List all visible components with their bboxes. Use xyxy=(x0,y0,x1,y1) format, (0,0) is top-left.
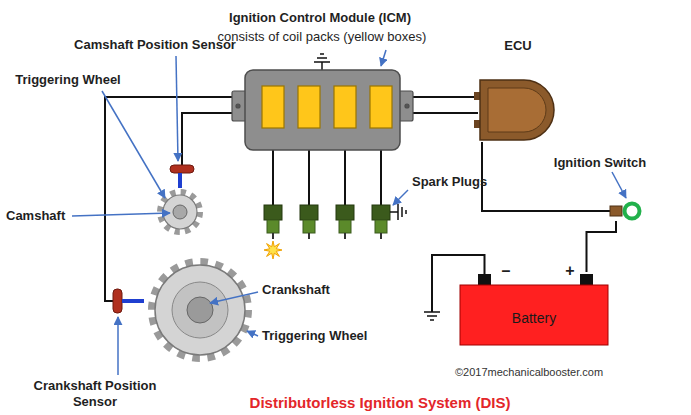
spark-plug xyxy=(339,220,351,233)
crankshaft-gear xyxy=(152,262,248,358)
leader-arrow xyxy=(393,190,408,205)
ground-symbol xyxy=(397,204,399,220)
coil-pack xyxy=(334,86,356,128)
ground-symbol xyxy=(424,312,440,320)
crankshaft-gear xyxy=(172,282,228,338)
ecu-box: ECU xyxy=(478,78,556,142)
crankshaft-gear xyxy=(155,265,245,355)
ground-symbol xyxy=(321,62,323,70)
spark-plug xyxy=(264,205,282,220)
plug-wire xyxy=(344,150,346,205)
battery-box: Battery xyxy=(460,272,608,345)
ecu-panel xyxy=(488,88,546,132)
module-housing xyxy=(245,70,400,150)
ground-symbol xyxy=(405,210,407,214)
part-label: Triggering Wheel xyxy=(15,72,120,88)
leader-arrow xyxy=(117,317,119,375)
wire-connector xyxy=(482,142,610,211)
leader-arrow xyxy=(612,172,626,198)
part-label: Triggering Wheel xyxy=(262,328,367,344)
battery-body xyxy=(460,285,608,345)
ecu-label: ECU xyxy=(504,38,531,54)
terminal-sign: – xyxy=(502,263,511,279)
node-shape xyxy=(610,201,644,221)
leader-arrow xyxy=(176,56,178,161)
coil-pack xyxy=(370,86,392,128)
part-label: Crankshaft xyxy=(262,282,330,298)
spark-plug xyxy=(300,205,318,220)
ground-symbol xyxy=(314,61,330,63)
caption: Distributorless Ignition System (DIS) xyxy=(250,395,511,411)
ground-symbol xyxy=(314,54,330,70)
leader-arrow xyxy=(210,292,258,303)
part-label: Spark Plugs xyxy=(412,174,487,190)
ground-symbol xyxy=(430,319,434,321)
leader-arrow xyxy=(72,213,170,216)
spark-plug xyxy=(372,205,390,220)
crankshaft-gear xyxy=(187,297,213,323)
plug-wire xyxy=(380,150,382,205)
spark-plug xyxy=(267,220,279,233)
spark-plug xyxy=(344,233,346,239)
sensor-wire xyxy=(182,113,233,166)
node-shape xyxy=(478,78,556,142)
module-tab xyxy=(236,104,240,108)
crankshaft-gear xyxy=(152,262,248,358)
coil-pack xyxy=(262,86,284,128)
plug-wire xyxy=(308,150,310,205)
node-shape xyxy=(245,70,400,150)
ground-symbol xyxy=(390,204,406,220)
terminal-sign: + xyxy=(565,263,574,279)
spark-plug xyxy=(303,220,315,233)
coil-pack xyxy=(298,86,320,128)
spark-plug xyxy=(380,233,382,239)
ground-symbol xyxy=(317,57,327,59)
plug-wire xyxy=(272,150,274,205)
camshaft-gear xyxy=(160,192,200,232)
camshaft-gear xyxy=(163,195,197,229)
leader-arrow xyxy=(247,331,258,336)
part-label: Camshaft xyxy=(6,208,65,224)
spark-symbol xyxy=(264,241,282,259)
spark-plug xyxy=(336,205,354,220)
watermark: ©2017mechanicalbooster.com xyxy=(455,364,603,380)
ground-symbol xyxy=(390,211,398,213)
ground-symbol xyxy=(427,315,437,317)
spark-plug xyxy=(272,233,274,239)
ground-symbol xyxy=(401,207,403,217)
spark-plug xyxy=(375,220,387,233)
ground-symbol xyxy=(424,311,440,313)
crankshaft-sensor xyxy=(113,289,144,313)
wire-connector xyxy=(587,221,617,272)
plug-wire xyxy=(273,150,381,205)
module-tab xyxy=(405,104,409,108)
ground-symbol xyxy=(320,53,324,55)
part-label: Crankshaft Position Sensor xyxy=(25,378,165,410)
ignition-switch: Ignition Switch xyxy=(610,201,644,221)
battery-label: Battery xyxy=(512,310,556,326)
crankshaft-sensor xyxy=(122,299,144,303)
switch-ring xyxy=(625,204,640,219)
switch-label: Ignition Switch xyxy=(554,155,646,171)
module-note: consists of coil packs (yellow boxes) xyxy=(218,29,427,45)
spark-plug xyxy=(308,233,310,239)
camshaft-gear xyxy=(173,205,187,219)
camshaft-sensor xyxy=(170,165,194,173)
spark-plug xyxy=(264,205,390,239)
leader-arrow xyxy=(72,50,626,375)
control-module: Ignition Control Module (ICM)consists of… xyxy=(245,70,400,150)
part-label: Camshaft Position Sensor xyxy=(74,37,236,53)
switch-connector xyxy=(610,206,622,216)
node-shape xyxy=(460,272,608,345)
module-title: Ignition Control Module (ICM) xyxy=(229,10,411,26)
ecu-body xyxy=(480,80,554,140)
leader-arrow xyxy=(381,50,386,66)
camshaft-sensor xyxy=(178,173,182,188)
crankshaft-sensor xyxy=(113,289,122,313)
leader-arrow xyxy=(102,91,165,198)
camshaft-sensor xyxy=(170,165,194,188)
camshaft-gear xyxy=(160,192,200,232)
